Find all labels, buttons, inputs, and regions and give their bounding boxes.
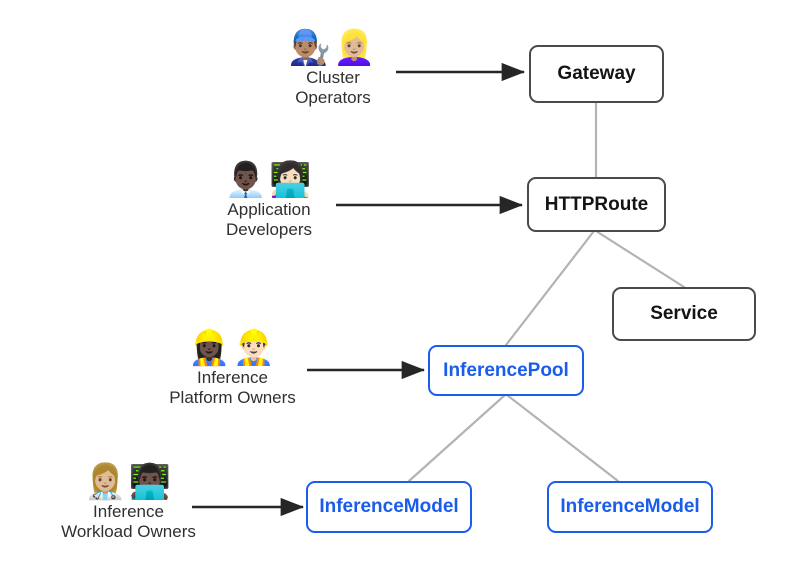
node-inferencepool-label: InferencePool — [443, 359, 569, 381]
inference-workload-owners-label-line1: Inference — [93, 502, 164, 521]
persona-inference-workload-owners: 👩🏼‍⚕️👨🏿‍💻 Inference Workload Owners — [46, 462, 211, 542]
node-gateway-label: Gateway — [557, 63, 636, 84]
application-developers-emoji: 👨🏿‍💼👩🏻‍💻 — [224, 160, 314, 200]
persona-inference-platform-owners: 👷🏿‍♀️👷🏻‍♂️ Inference Platform Owners — [155, 328, 310, 408]
node-inferencemodel-left-label: InferenceModel — [319, 496, 459, 517]
application-developers-label-line2: Developers — [226, 220, 312, 240]
persona-cluster-operators: 👨🏽‍🔧👱🏼‍♀️ Cluster Operators — [263, 28, 403, 108]
inference-workload-owners-label: Inference Workload Owners — [46, 502, 211, 542]
node-inferencemodel-left[interactable]: InferenceModel — [306, 481, 472, 533]
inference-platform-owners-emoji: 👷🏿‍♀️👷🏻‍♂️ — [188, 328, 277, 368]
node-httproute[interactable]: HTTPRoute — [527, 177, 666, 232]
node-inferencemodel-right[interactable]: InferenceModel — [547, 481, 713, 533]
application-developers-label-line1: Application — [227, 200, 311, 219]
node-gateway[interactable]: Gateway — [529, 45, 664, 103]
node-service-label: Service — [650, 303, 718, 324]
inference-platform-owners-label-line2: Platform Owners — [169, 388, 296, 408]
connector-httproute-service — [594, 229, 686, 289]
connector-inferencepool-inferencemodel-left — [407, 393, 507, 483]
connector-httproute-inferencepool — [504, 229, 596, 347]
node-service[interactable]: Service — [612, 287, 756, 341]
node-httproute-label: HTTPRoute — [544, 193, 649, 215]
application-developers-label: Application Developers — [198, 200, 340, 240]
cluster-operators-emoji: 👨🏽‍🔧👱🏼‍♀️ — [288, 28, 378, 68]
inference-platform-owners-label-line1: Inference — [197, 368, 268, 387]
node-inferencemodel-right-label: InferenceModel — [560, 496, 700, 517]
cluster-operators-label-line1: Cluster — [306, 68, 360, 87]
cluster-operators-label: Cluster Operators — [263, 68, 403, 108]
cluster-operators-label-line2: Operators — [295, 88, 371, 108]
node-inferencepool[interactable]: InferencePool — [428, 345, 584, 396]
persona-application-developers: 👨🏿‍💼👩🏻‍💻 Application Developers — [198, 160, 340, 240]
inference-workload-owners-label-line2: Workload Owners — [61, 522, 196, 542]
inference-platform-owners-label: Inference Platform Owners — [155, 368, 310, 408]
connector-inferencepool-inferencemodel-right — [505, 393, 620, 483]
inference-workload-owners-emoji: 👩🏼‍⚕️👨🏿‍💻 — [84, 462, 173, 502]
